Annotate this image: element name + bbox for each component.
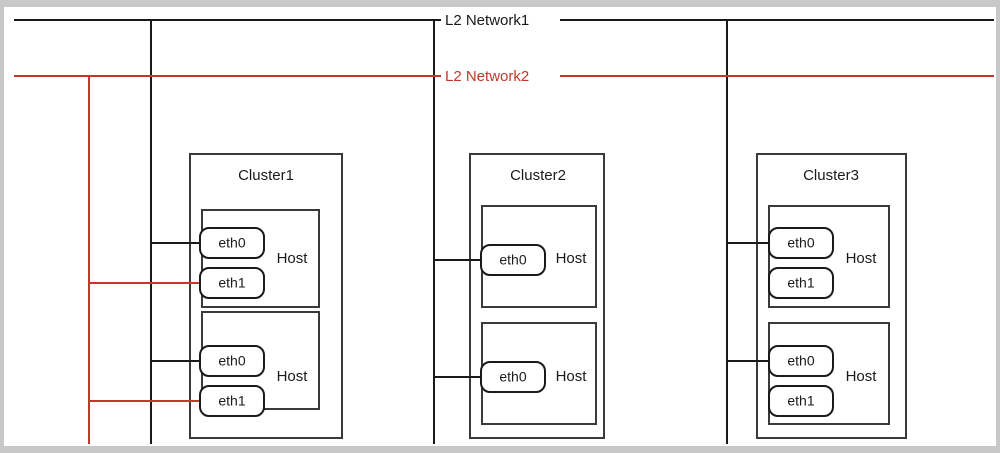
backbone-lines-layer [14, 19, 994, 77]
host-group-cluster3-host1[interactable]: Host eth0 eth1 [727, 205, 890, 308]
trunk-lines-layer [88, 20, 728, 444]
nic-box-cluster1-host2-eth0[interactable] [199, 345, 265, 377]
nic-label-cluster3-host2-eth1: eth1 [787, 393, 814, 409]
nic-box-cluster2-host1-eth0[interactable] [480, 244, 546, 276]
nic-box-cluster3-host1-eth1[interactable] [768, 267, 834, 299]
host-label-cluster1-host2: Host [277, 368, 309, 385]
nic-box-cluster3-host2-eth1[interactable] [768, 385, 834, 417]
host-label-cluster1-host1: Host [277, 250, 309, 267]
network-label-l2-network-2: L2 Network2 [445, 68, 529, 85]
cluster-title-cluster1: Cluster1 [238, 167, 294, 184]
nic-box-cluster3-host2-eth0[interactable] [768, 345, 834, 377]
nic-label-cluster3-host2-eth0: eth0 [787, 353, 814, 369]
nic-label-cluster3-host1-eth1: eth1 [787, 275, 814, 291]
host-label-cluster2-host1: Host [556, 250, 588, 267]
nic-label-cluster1-host1-eth1: eth1 [218, 275, 245, 291]
nic-label-cluster3-host1-eth0: eth0 [787, 235, 814, 251]
host-label-cluster3-host2: Host [846, 368, 878, 385]
nic-box-cluster3-host1-eth0[interactable] [768, 227, 834, 259]
host-group-cluster2-host2[interactable]: Host eth0 [434, 322, 597, 425]
nic-box-cluster1-host2-eth1[interactable] [199, 385, 265, 417]
nic-label-cluster1-host1-eth0: eth0 [218, 235, 245, 251]
clusters-layer: Cluster1Hosteth0eth1Hosteth0eth1Cluster2… [89, 153, 907, 439]
network-topology-diagram: Cluster1Hosteth0eth1Hosteth0eth1Cluster2… [14, 12, 994, 444]
branch-lines-layer [89, 282, 205, 402]
network-labels-layer: L2 Network1 L2 Network2 [445, 12, 529, 85]
network-label-l2-network-1: L2 Network1 [445, 12, 529, 29]
nic-label-cluster1-host2-eth0: eth0 [218, 353, 245, 369]
host-label-cluster3-host1: Host [846, 250, 878, 267]
host-group-cluster3-host2[interactable]: Host eth0 eth1 [727, 322, 890, 425]
host-group-cluster2-host1[interactable]: Host eth0 [434, 205, 597, 308]
nic-label-cluster1-host2-eth1: eth1 [218, 393, 245, 409]
cluster-title-cluster3: Cluster3 [803, 167, 859, 184]
host-group-cluster1-host2[interactable]: Host eth0 eth1 [89, 311, 320, 417]
cluster-title-cluster2: Cluster2 [510, 167, 566, 184]
host-label-cluster2-host2: Host [556, 368, 588, 385]
nic-label-cluster2-host1-eth0: eth0 [499, 252, 526, 268]
nic-box-cluster1-host1-eth1[interactable] [199, 267, 265, 299]
host-group-cluster1-host1[interactable]: Host eth0 eth1 [89, 209, 320, 308]
nic-box-cluster1-host1-eth0[interactable] [199, 227, 265, 259]
nic-label-cluster2-host2-eth0: eth0 [499, 369, 526, 385]
nic-box-cluster2-host2-eth0[interactable] [480, 361, 546, 393]
